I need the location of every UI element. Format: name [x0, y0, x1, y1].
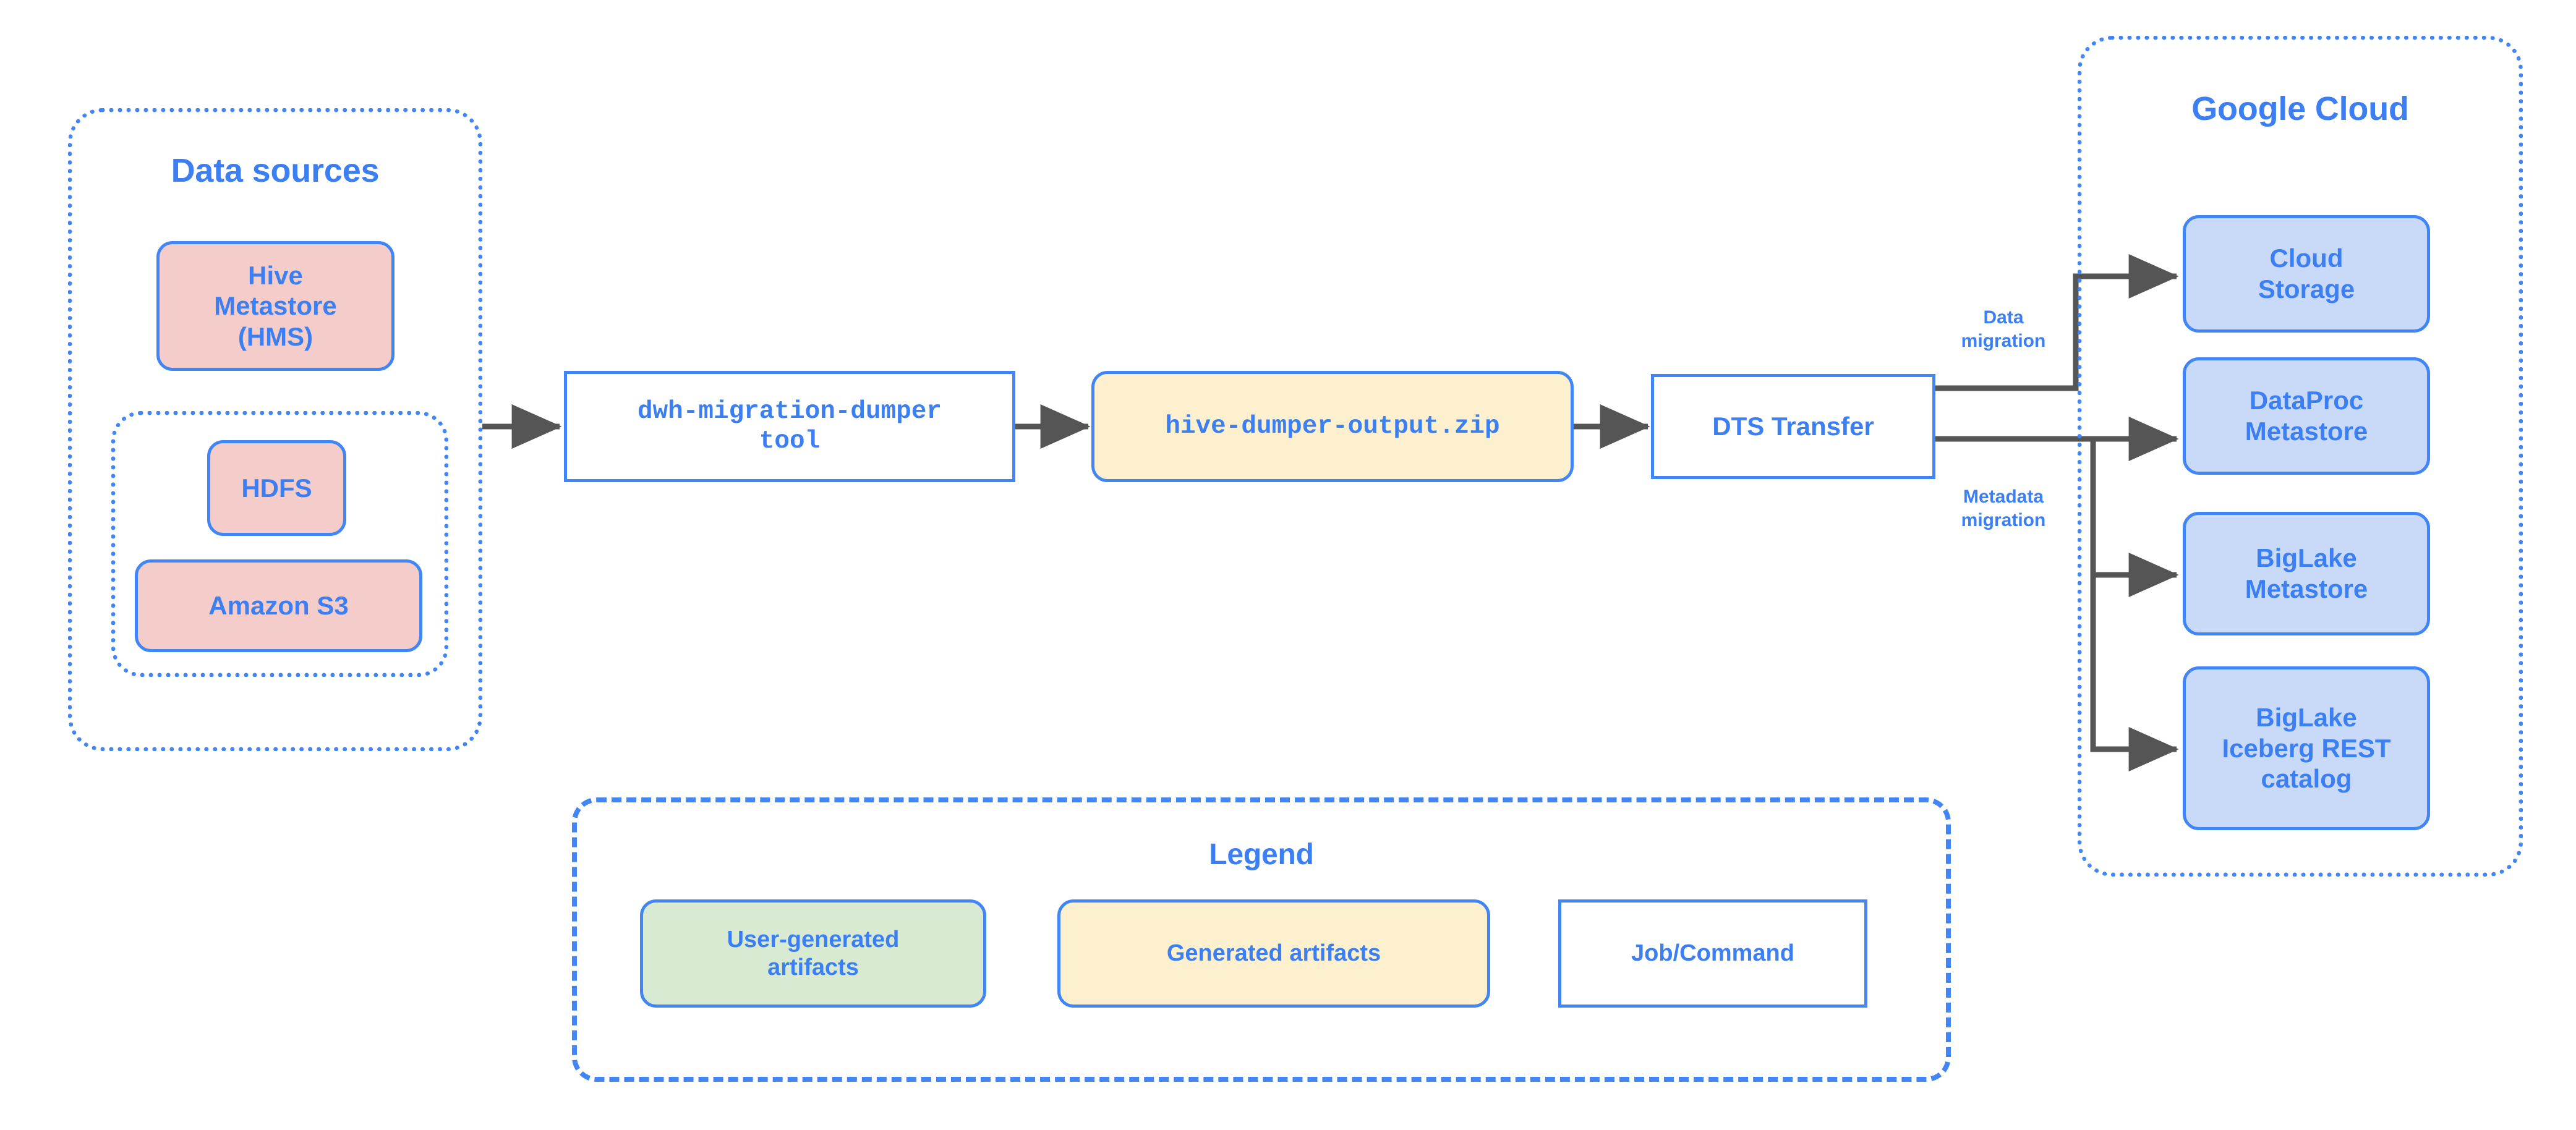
node-dumper-output-label: hive-dumper-output.zip: [1165, 412, 1500, 441]
node-biglake-iceberg-rest-catalog[interactable]: BigLake Iceberg REST catalog: [2183, 666, 2430, 830]
node-dumper-tool-line1: dwh-migration-dumper: [637, 397, 942, 426]
node-hive-dumper-output-zip[interactable]: hive-dumper-output.zip: [1091, 371, 1574, 482]
node-dumper-tool-line2: tool: [759, 427, 821, 456]
group-google-cloud: [2078, 36, 2523, 877]
node-cloud-storage[interactable]: Cloud Storage: [2183, 215, 2430, 333]
node-cloud-storage-line2: Storage: [2258, 274, 2355, 304]
group-legend-title: Legend: [1209, 838, 1314, 871]
node-hive-metastore[interactable]: Hive Metastore (HMS): [156, 241, 395, 371]
edge-label-metadata-migration-line2: migration: [1961, 509, 2046, 530]
legend-item-job-command[interactable]: Job/Command: [1558, 899, 1867, 1008]
node-biglake-iceberg-line3: catalog: [2261, 764, 2352, 794]
edge-label-metadata-migration: Metadata migration: [1926, 485, 2081, 532]
node-dataproc-metastore-line2: Metastore: [2245, 417, 2368, 446]
group-data-sources-title: Data sources: [171, 152, 380, 189]
node-biglake-metastore-line1: BigLake: [2256, 543, 2357, 573]
node-biglake-metastore-line2: Metastore: [2245, 574, 2368, 603]
node-dataproc-metastore-line1: DataProc: [2249, 386, 2364, 415]
legend-item-0-line1: User-generated: [727, 926, 900, 953]
legend-item-0-line2: artifacts: [767, 954, 859, 980]
edge-label-data-migration: Data migration: [1932, 306, 2075, 352]
node-hdfs-label: HDFS: [241, 473, 312, 503]
group-data-sources: [68, 108, 482, 751]
group-google-cloud-title: Google Cloud: [2191, 90, 2409, 127]
node-amazon-s3[interactable]: Amazon S3: [135, 559, 422, 652]
node-biglake-iceberg-line2: Iceberg REST: [2222, 733, 2391, 763]
legend-item-user-generated-artifacts[interactable]: User-generated artifacts: [640, 899, 986, 1008]
node-hive-metastore-line2: Metastore: [214, 291, 337, 321]
edge-label-data-migration-line1: Data: [1983, 307, 2024, 328]
node-biglake-iceberg-line1: BigLake: [2256, 703, 2357, 733]
node-dts-transfer[interactable]: DTS Transfer: [1651, 374, 1935, 479]
legend-item-2-line1: Job/Command: [1631, 940, 1794, 967]
edge-label-metadata-migration-line1: Metadata: [1963, 486, 2044, 507]
node-dts-transfer-label: DTS Transfer: [1712, 412, 1874, 441]
group-legend: [572, 797, 1951, 1082]
node-hive-metastore-line1: Hive: [248, 260, 303, 290]
node-dwh-migration-dumper-tool[interactable]: dwh-migration-dumper tool: [564, 371, 1015, 482]
node-cloud-storage-line1: Cloud: [2269, 244, 2344, 273]
node-amazon-s3-label: Amazon S3: [208, 591, 349, 621]
legend-item-generated-artifacts[interactable]: Generated artifacts: [1057, 899, 1490, 1008]
node-hdfs[interactable]: HDFS: [207, 440, 346, 536]
node-hive-metastore-line3: (HMS): [237, 321, 313, 351]
group-storage-subgroup: [111, 411, 448, 677]
node-dataproc-metastore[interactable]: DataProc Metastore: [2183, 357, 2430, 475]
edge-label-data-migration-line2: migration: [1961, 330, 2046, 351]
node-biglake-metastore[interactable]: BigLake Metastore: [2183, 512, 2430, 635]
legend-item-1-line1: Generated artifacts: [1166, 940, 1381, 967]
